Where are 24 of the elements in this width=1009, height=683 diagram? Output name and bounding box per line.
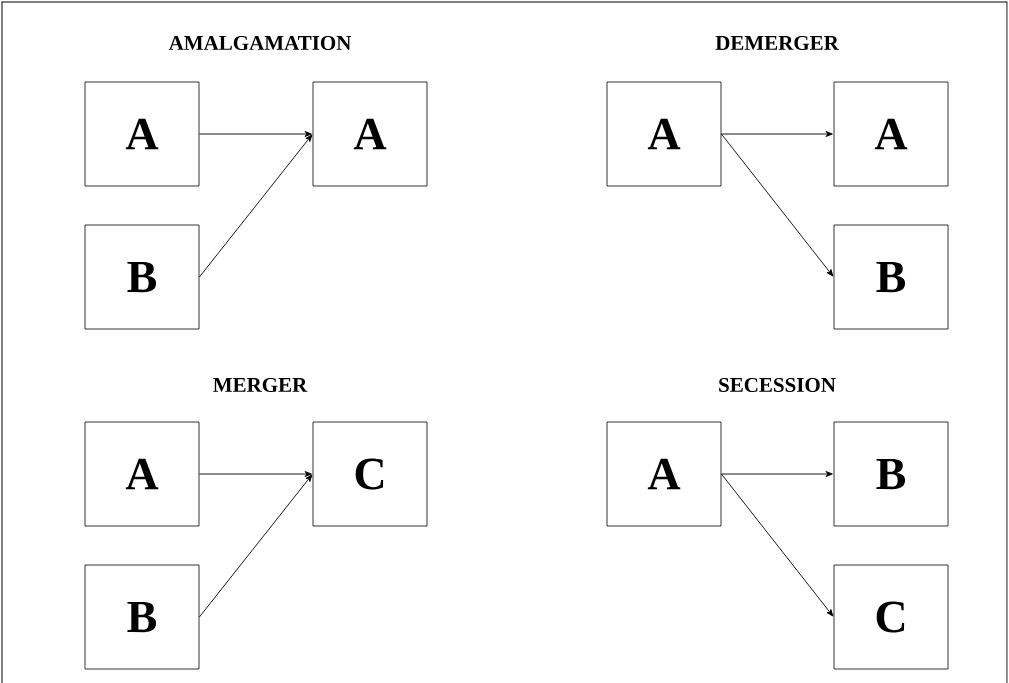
letter-box: B bbox=[84, 224, 200, 330]
arrow bbox=[720, 473, 834, 617]
letter-box: A bbox=[84, 421, 200, 527]
arrow bbox=[198, 471, 312, 477]
letter-box: A bbox=[312, 81, 428, 187]
arrow bbox=[198, 131, 312, 137]
arrow bbox=[198, 134, 313, 278]
arrow bbox=[720, 133, 834, 277]
letter-box: A bbox=[606, 81, 722, 187]
panel-title: MERGER bbox=[213, 377, 308, 393]
letter-box: B bbox=[833, 421, 949, 527]
letter-box: A bbox=[84, 81, 200, 187]
letter-box: B bbox=[833, 224, 949, 330]
letter-box: B bbox=[84, 564, 200, 670]
panel-title: SECESSION bbox=[719, 377, 836, 393]
arrow bbox=[720, 131, 833, 137]
letter-box: C bbox=[312, 421, 428, 527]
arrow bbox=[198, 474, 313, 618]
letter-box: C bbox=[833, 564, 949, 670]
letter-box: A bbox=[606, 421, 722, 527]
letter-box: A bbox=[833, 81, 949, 187]
arrow bbox=[720, 471, 833, 477]
panel-title: DEMERGER bbox=[715, 35, 840, 51]
panel-title: AMALGAMATION bbox=[168, 35, 352, 51]
